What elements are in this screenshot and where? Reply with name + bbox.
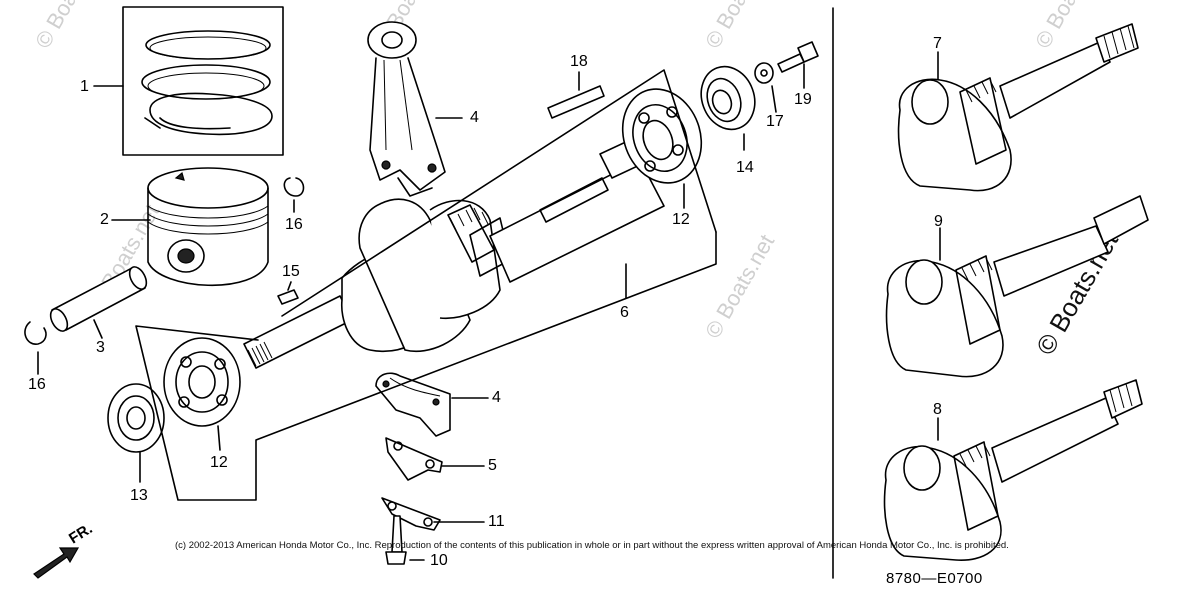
lock-plate [385,437,443,481]
crankshaft-type-7 [897,23,1139,192]
callout-5: 5 [488,457,497,474]
crankshaft-type-9 [885,195,1149,378]
rod-bolt [385,515,407,565]
callout-13: 13 [130,487,148,504]
callout-1: 1 [80,78,89,95]
callout-18: 18 [570,53,588,70]
callout-14: 14 [736,159,754,176]
piston-ring-set [122,6,284,156]
callout-9: 9 [934,213,943,230]
connecting-rod [367,21,446,197]
callout-12-lower: 12 [210,454,228,471]
callout-4-rod: 4 [470,109,479,126]
crankshaft-type-8 [883,379,1143,561]
callout-10: 10 [430,552,448,569]
oil-seal-lower [107,383,165,453]
leader-lines [37,51,941,561]
front-direction-arrow [33,547,80,579]
copyright-notice: (c) 2002-2013 American Honda Motor Co., … [175,540,1009,551]
ball-bearing-lower [163,337,241,427]
washer [754,62,774,84]
rod-cap [375,372,451,437]
callout-8: 8 [933,401,942,418]
callout-2: 2 [100,211,109,228]
circlip-upper [283,177,305,197]
piston-pin [49,266,148,332]
callout-16-lower: 16 [28,376,46,393]
flange-bolt-upper [777,41,819,73]
callout-6: 6 [620,304,629,321]
piston [147,167,269,287]
circlip-lower [24,321,47,345]
callout-4-cap: 4 [492,389,501,406]
callout-12-upper: 12 [672,211,690,228]
callout-7: 7 [933,35,942,52]
oil-seal-upper [700,65,756,131]
callout-3: 3 [96,339,105,356]
callout-11: 11 [488,513,505,530]
crankshaft-bracket [135,231,717,501]
feather-key [547,85,605,119]
callout-17: 17 [766,113,784,130]
callout-16-upper: 16 [285,216,303,233]
ball-bearing-upper [621,88,703,184]
woodruff-key [277,289,299,305]
diagram-code: 8780—E0700 [886,570,983,587]
callout-19: 19 [794,91,812,108]
callout-15: 15 [282,263,300,280]
crankshaft [243,125,673,369]
